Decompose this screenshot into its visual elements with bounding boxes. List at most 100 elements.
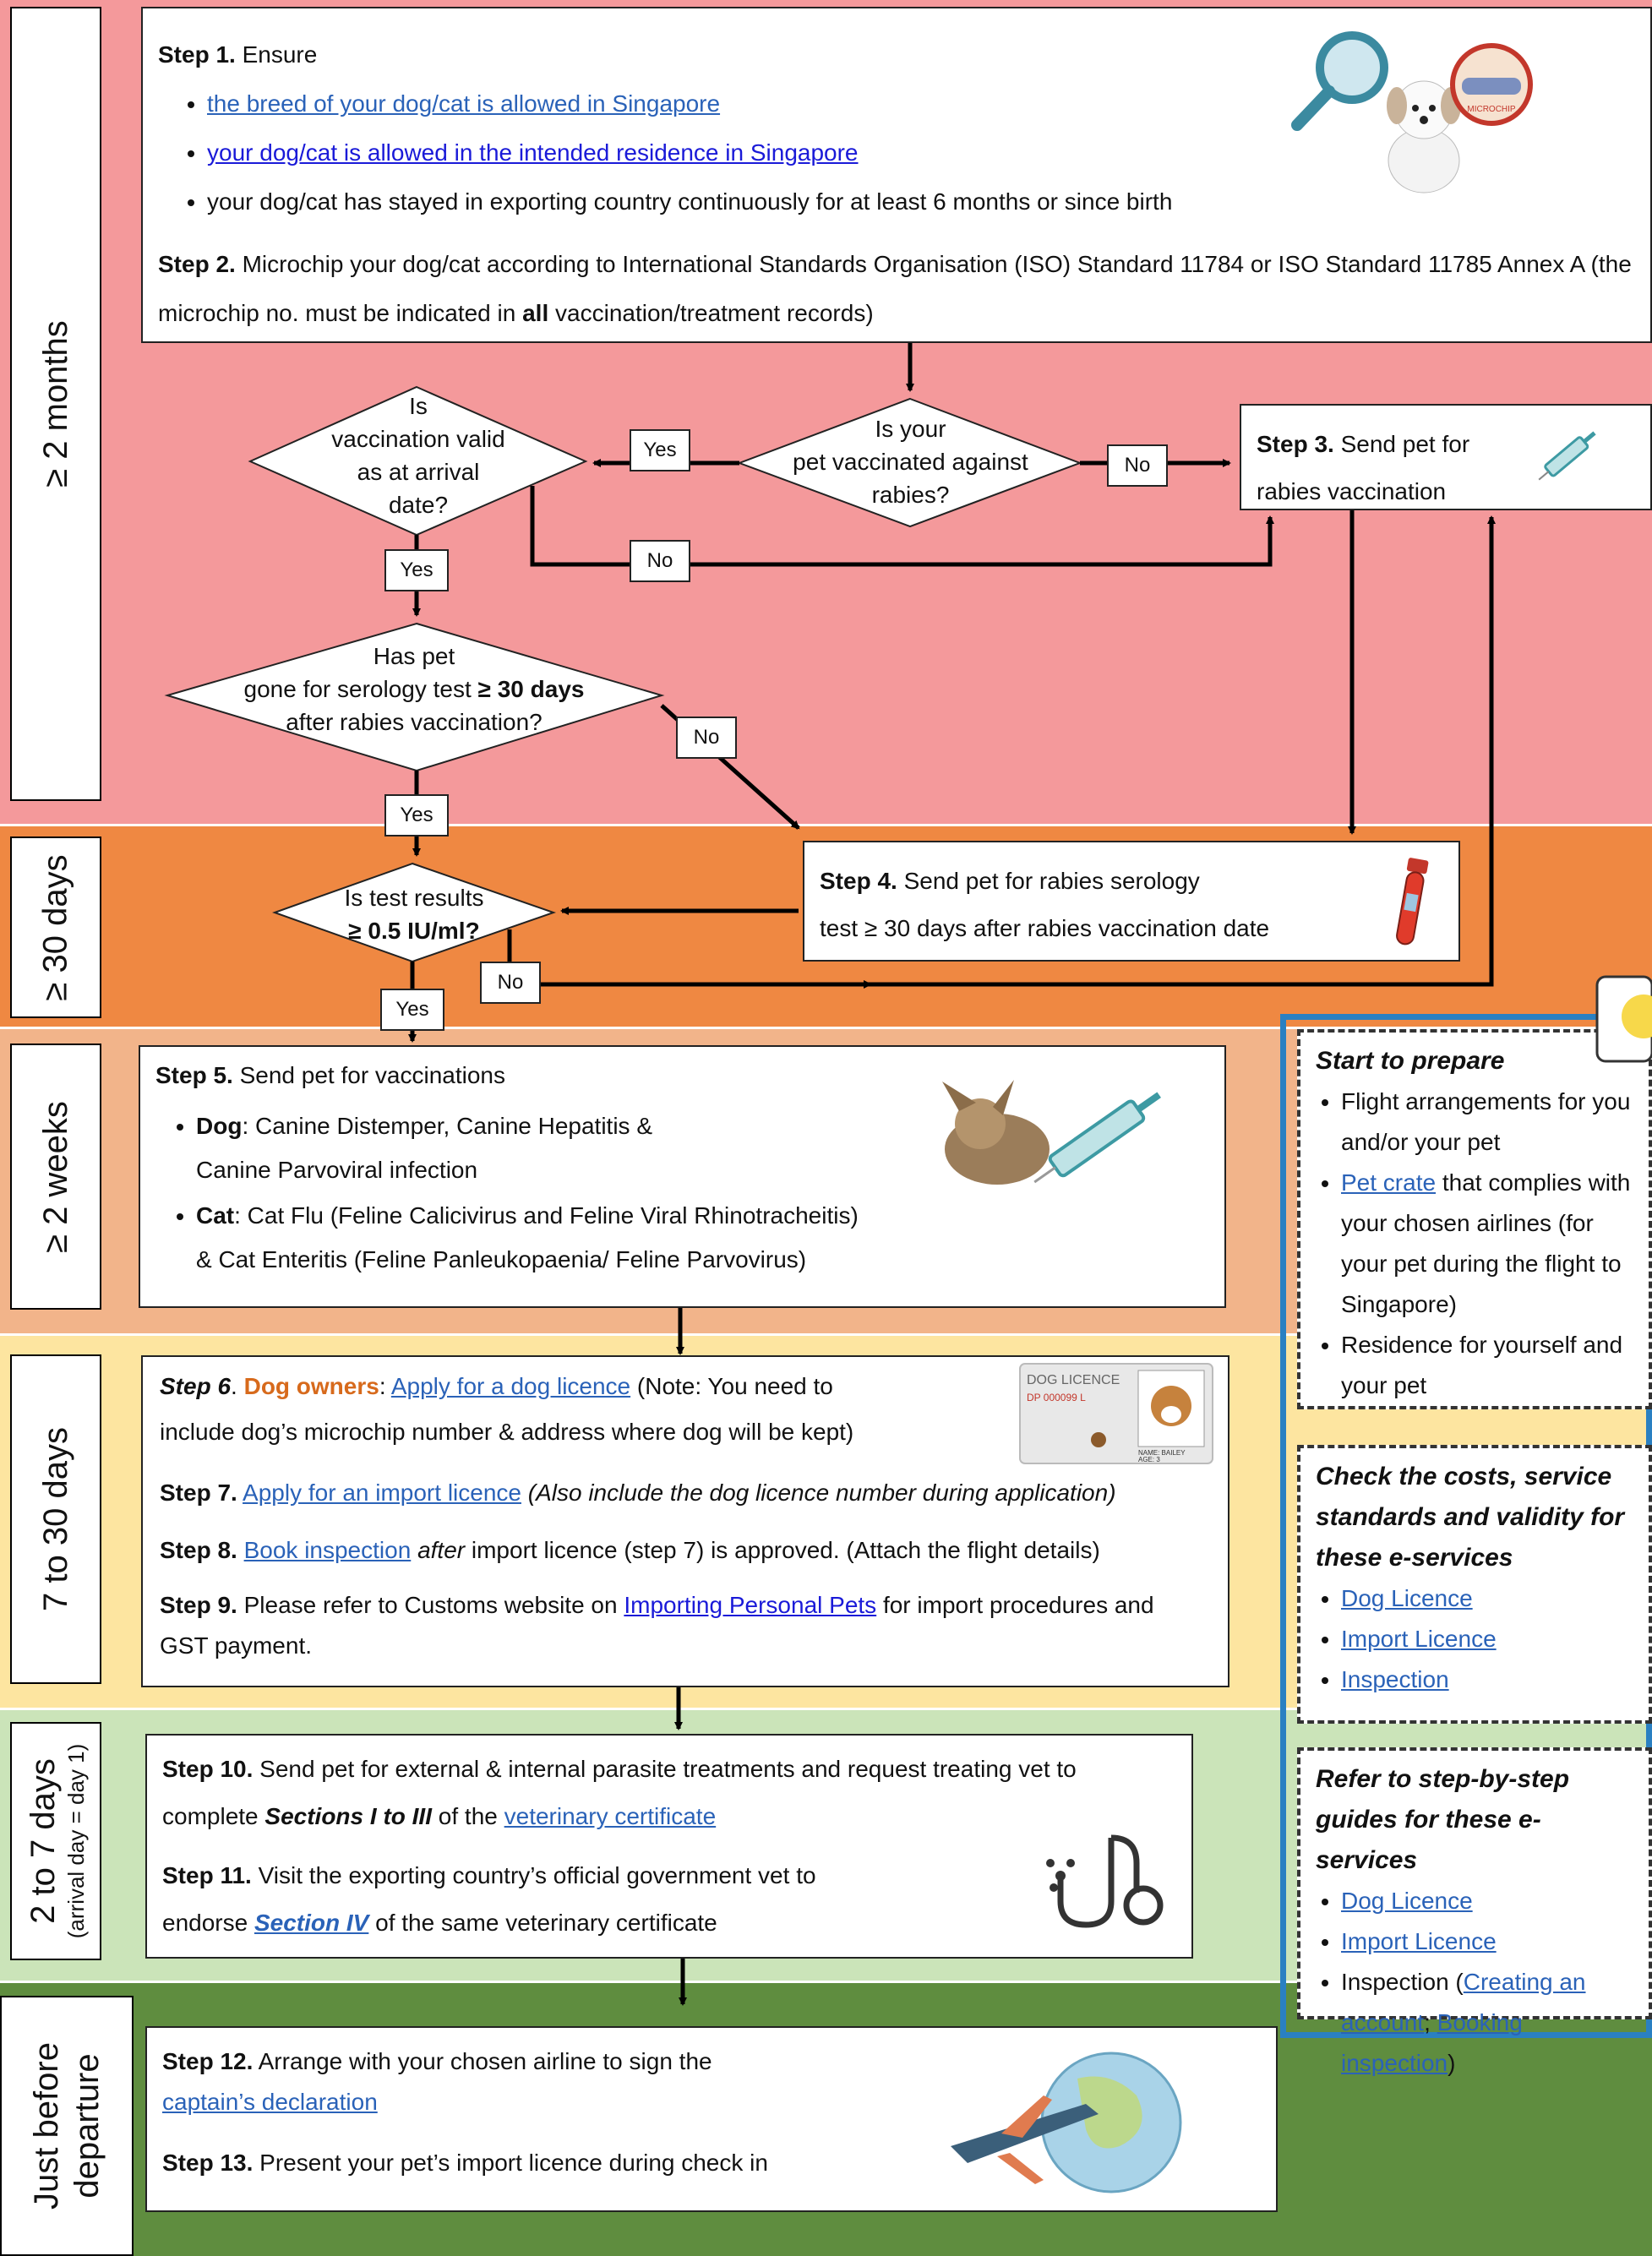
step-label: Step 3. [1257,431,1334,457]
apply-import-licence-link[interactable]: Apply for an import licence [243,1479,521,1506]
step11-line2: endorse Section IV of the same veterinar… [162,1899,1176,1947]
diamond-text: gone for serology test [243,676,472,702]
step3-line2: rabies vaccination [1257,478,1447,504]
costs-dog-licence-link[interactable]: Dog Licence [1341,1585,1473,1611]
diamond-line: date? [388,492,449,518]
guides-list: Dog Licence Import Licence Inspection (C… [1316,1881,1633,2084]
breed-allowed-link[interactable]: the breed of your dog/cat is allowed in … [207,90,721,117]
residence-allowed-link[interactable]: your dog/cat is allowed in the intended … [207,139,859,166]
puppy-vaccination-illustration [942,1080,1161,1185]
costs-item: Import Licence [1341,1619,1633,1659]
start-to-prepare-panel: Start to prepare Flight arrangements for… [1297,1029,1652,1409]
step1-2-box: Step 1. Ensure the breed of your dog/cat… [141,7,1652,343]
step4-line2: test ≥ 30 days after rabies vaccination … [820,915,1270,941]
globe-airplane-illustration [951,2052,1182,2193]
guides-text: Inspection ( [1341,1969,1464,1995]
step-label: Step 13. [162,2150,254,2176]
step5-heading: Step 5. Send pet for vaccinations [155,1054,1209,1098]
tag-yes: Yes [630,429,690,471]
guides-dog-licence-link[interactable]: Dog Licence [1341,1888,1473,1914]
step-text: import licence (step 7) is approved. (At… [471,1537,1100,1563]
step3-box: Step 3. Send pet for rabies vaccination [1240,404,1652,510]
tag-no: No [480,962,541,1004]
tag-yes: Yes [384,794,449,836]
phase-label-2-7-days: 2 to 7 days(arrival day = day 1) [10,1722,101,1960]
step10-11-box: Step 10. Send pet for external & interna… [145,1734,1193,1959]
step5-box: Step 5. Send pet for vaccinations Dog: C… [139,1045,1226,1308]
step1-bullet: your dog/cat has stayed in exporting cou… [207,177,1635,226]
apply-dog-licence-link[interactable]: Apply for a dog licence [390,1373,631,1399]
veterinary-certificate-link[interactable]: veterinary certificate [504,1803,717,1829]
step-label: Step 5. [155,1062,233,1088]
step-label: Step 2. [158,251,236,277]
importing-personal-pets-link[interactable]: Importing Personal Pets [624,1592,877,1618]
booking-inspection-link[interactable]: Booking inspection [1341,2009,1523,2076]
step-text: Send pet for [1340,431,1470,457]
captains-declaration-link[interactable]: captain’s declaration [162,2089,378,2115]
guides-import-licence-link[interactable]: Import Licence [1341,1928,1497,1954]
diamond-line: Is [409,393,428,419]
step5-list: Dog: Canine Distemper, Canine Hepatitis … [155,1104,1209,1282]
book-inspection-link[interactable]: Book inspection [243,1537,412,1563]
step-text: : Cat Flu (Feline Calicivirus and Feline… [234,1202,859,1229]
step-text: : Canine Distemper, Canine Hepatitis & [242,1113,653,1139]
step-italic: after [417,1537,466,1563]
step-text: endorse [162,1910,248,1936]
costs-inspection-link[interactable]: Inspection [1341,1666,1449,1692]
dog-licence-card: DOG LICENCE DP 000099 L NAME: BAILEY AGE… [1019,1363,1213,1464]
step1-list: the breed of your dog/cat is allowed in … [158,79,1635,226]
phase-label-2-weeks: ≥ 2 weeks [10,1044,101,1310]
guides-text: ) [1448,2050,1456,2076]
prepare-item: Flight arrangements for you and/or your … [1341,1082,1633,1163]
licence-number: DP 000099 L [1027,1392,1086,1403]
panel-title: Refer to step-by-step guides for these e… [1316,1765,1570,1874]
diamond-vaccinated-text: Is your pet vaccinated against rabies? [761,412,1060,511]
diamond-line: after rabies vaccination? [286,709,542,735]
step11-line1: Step 11. Visit the exporting country’s o… [162,1852,1176,1899]
prepare-item: Pet crate that complies with your chosen… [1341,1163,1633,1325]
costs-item: Dog Licence [1341,1578,1633,1619]
costs-import-licence-link[interactable]: Import Licence [1341,1626,1497,1652]
guides-item: Dog Licence [1341,1881,1633,1921]
step-text: & Cat Enteritis (Feline Panleukopaenia/ … [196,1246,807,1272]
step-text: Send pet for external & internal parasit… [259,1756,1077,1782]
step5-cat-item: Cat: Cat Flu (Feline Calicivirus and Fel… [196,1194,1209,1282]
step4-line1: Step 4. Send pet for rabies serology [820,858,1443,905]
step-label: Step 10. [162,1756,254,1782]
step-text: Ensure [242,41,318,68]
licence-name: NAME: BAILEY [1138,1449,1186,1457]
step-bold: Cat [196,1202,235,1229]
step-text: . [231,1373,237,1399]
diamond-bold: ≥ 30 days [477,676,585,702]
step8-line: Step 8. Book inspection after import lic… [160,1528,1211,1573]
costs-list: Dog Licence Import Licence Inspection [1316,1578,1633,1700]
step-note: (Also include the dog licence number dur… [527,1479,1116,1506]
section-iv-link[interactable]: Section IV [254,1910,369,1936]
diamond-line: Has pet [373,643,455,669]
phase-label-2-months: ≥ 2 months [10,7,101,801]
step7-line: Step 7. Apply for an import licence (Als… [160,1470,1211,1516]
step12-line1: Step 12. Arrange with your chosen airlin… [162,2041,1261,2082]
diamond-line: rabies? [871,482,950,508]
pet-crate-link[interactable]: Pet crate [1341,1169,1437,1196]
step-label: Step 4. [820,868,897,894]
step-by-step-guides-panel: Refer to step-by-step guides for these e… [1297,1747,1652,2076]
guides-item: Inspection (Creating an account; Booking… [1341,1962,1633,2084]
tag-yes: Yes [380,989,444,1031]
step-label: Step 12. [162,2048,254,2074]
phase-label-7-30-days: 7 to 30 days [10,1354,101,1684]
step4-box: Step 4. Send pet for rabies serology tes… [803,841,1460,962]
blood-tube-icon [1396,858,1429,945]
creating-account-link[interactable]: Creating an account [1341,1969,1586,2035]
tag-yes: Yes [384,549,449,591]
check-costs-panel: Check the costs, service standards and v… [1297,1445,1652,1724]
diamond-line: Is your [875,416,946,442]
step2-text: Step 2. Microchip your dog/cat according… [158,240,1635,338]
step-text: vaccination/treatment records) [555,300,874,326]
step6-line2: include dog’s microchip number & address… [160,1419,854,1445]
step1-heading: Step 1. Ensure [158,30,1635,79]
step-text: GST payment. [160,1632,313,1659]
puppy-microchip-illustration: MICROCHIP [1291,31,1533,193]
panel-title: Start to prepare [1316,1047,1505,1075]
